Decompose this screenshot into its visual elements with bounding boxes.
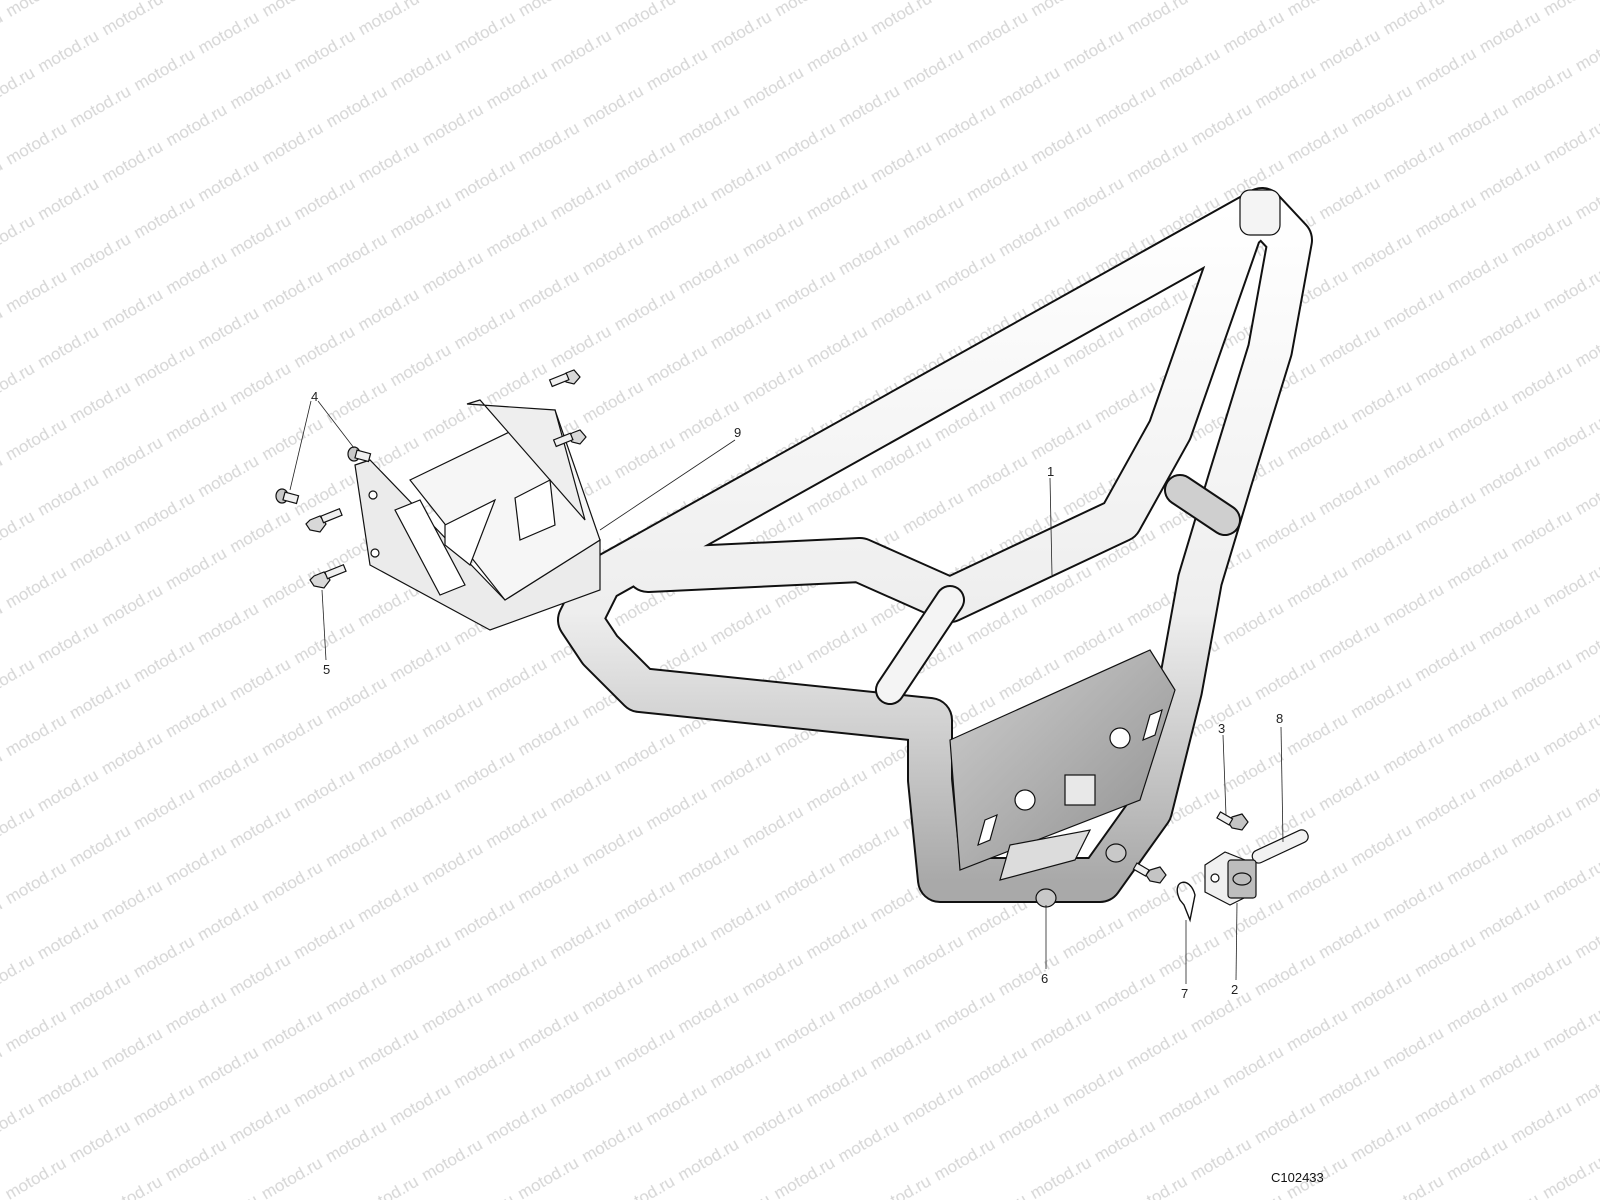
hitch-receiver-block-2[interactable]	[1204, 851, 1257, 906]
flange-bolt-extra[interactable]	[1132, 862, 1167, 884]
mounting-bracket[interactable]	[354, 399, 601, 631]
bolt-4a[interactable]	[275, 488, 300, 505]
bolt-5[interactable]	[309, 563, 347, 589]
callout-1: 1	[1047, 464, 1054, 479]
bolt-4b[interactable]	[347, 446, 372, 463]
bolt-extra-b[interactable]	[548, 369, 581, 388]
bolt-extra-c[interactable]	[552, 429, 587, 448]
callout-4: 4	[311, 389, 318, 404]
callout-8: 8	[1276, 711, 1283, 726]
hair-pin-clip-7[interactable]	[1176, 881, 1196, 923]
callout-6: 6	[1041, 971, 1048, 986]
flange-bolt-3[interactable]	[1216, 811, 1249, 831]
diagram-reference-code: C102433	[1271, 1170, 1324, 1185]
bolt-extra-a[interactable]	[305, 507, 343, 533]
leader-lines	[289, 400, 1284, 984]
callout-labels: 1 2 3 4 5 6 7 8 9	[311, 389, 1283, 1001]
bumper-frame[interactable]	[557, 187, 1313, 903]
hitch-pin-8[interactable]	[1250, 828, 1310, 865]
callout-5: 5	[323, 662, 330, 677]
callout-7: 7	[1181, 986, 1188, 1001]
callout-3: 3	[1218, 721, 1225, 736]
flange-nut-6[interactable]	[1035, 843, 1127, 908]
callout-9: 9	[734, 425, 741, 440]
callout-2: 2	[1231, 982, 1238, 997]
